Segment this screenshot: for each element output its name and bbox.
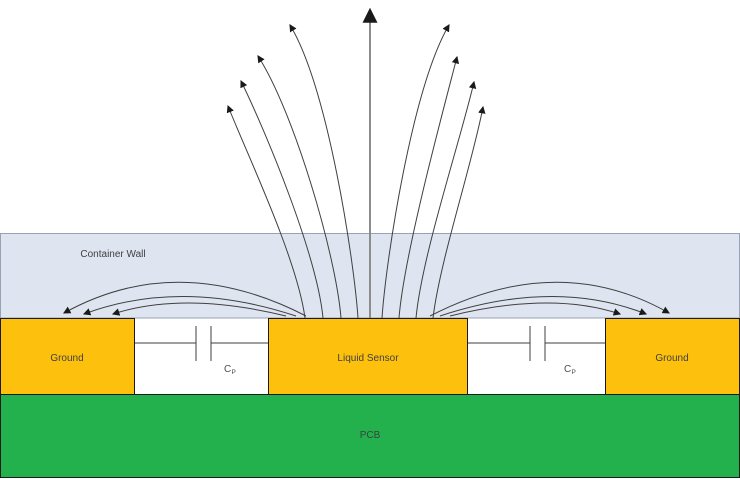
fringe-arcs-left bbox=[63, 281, 307, 317]
container-wall-label: Container Wall bbox=[80, 249, 145, 260]
fringe-arc-right-low bbox=[449, 302, 622, 317]
field-line-left-2 bbox=[257, 55, 342, 319]
fringe-arc-right-tall bbox=[429, 281, 670, 317]
liquid-sensor-electrode bbox=[268, 318, 468, 395]
field-line-left-inner bbox=[289, 24, 359, 319]
field-line-left-3 bbox=[240, 79, 324, 319]
capacitor-symbol-left bbox=[135, 326, 268, 361]
electric-field-lines bbox=[226, 24, 486, 319]
fringe-arc-left-mid bbox=[82, 296, 297, 317]
fringe-arc-left-tall bbox=[63, 281, 307, 317]
field-line-right-outer bbox=[432, 105, 486, 319]
fringe-arc-left-low bbox=[111, 302, 287, 317]
ground-right-label: Ground bbox=[655, 353, 688, 364]
field-line-left-outer bbox=[226, 104, 306, 319]
capacitor-right-label-subscript: P bbox=[572, 369, 576, 376]
ground-electrode-left bbox=[0, 318, 135, 395]
field-line-right-inner bbox=[381, 24, 450, 319]
ground-electrode-right bbox=[605, 318, 740, 395]
field-line-right-3 bbox=[415, 80, 477, 319]
field-line-right-2 bbox=[398, 55, 460, 319]
pcb-label: PCB bbox=[360, 430, 381, 441]
capacitor-symbol-right bbox=[468, 326, 605, 361]
liquid-sensor-label: Liquid Sensor bbox=[337, 353, 399, 364]
fringe-arcs-right bbox=[429, 281, 670, 317]
capacitor-left-label: C bbox=[224, 364, 231, 375]
capacitor-right-label: C bbox=[564, 364, 571, 375]
fringe-arc-right-mid bbox=[439, 296, 648, 317]
ground-left-label: Ground bbox=[50, 353, 83, 364]
capacitor-left-label-subscript: P bbox=[232, 369, 236, 376]
